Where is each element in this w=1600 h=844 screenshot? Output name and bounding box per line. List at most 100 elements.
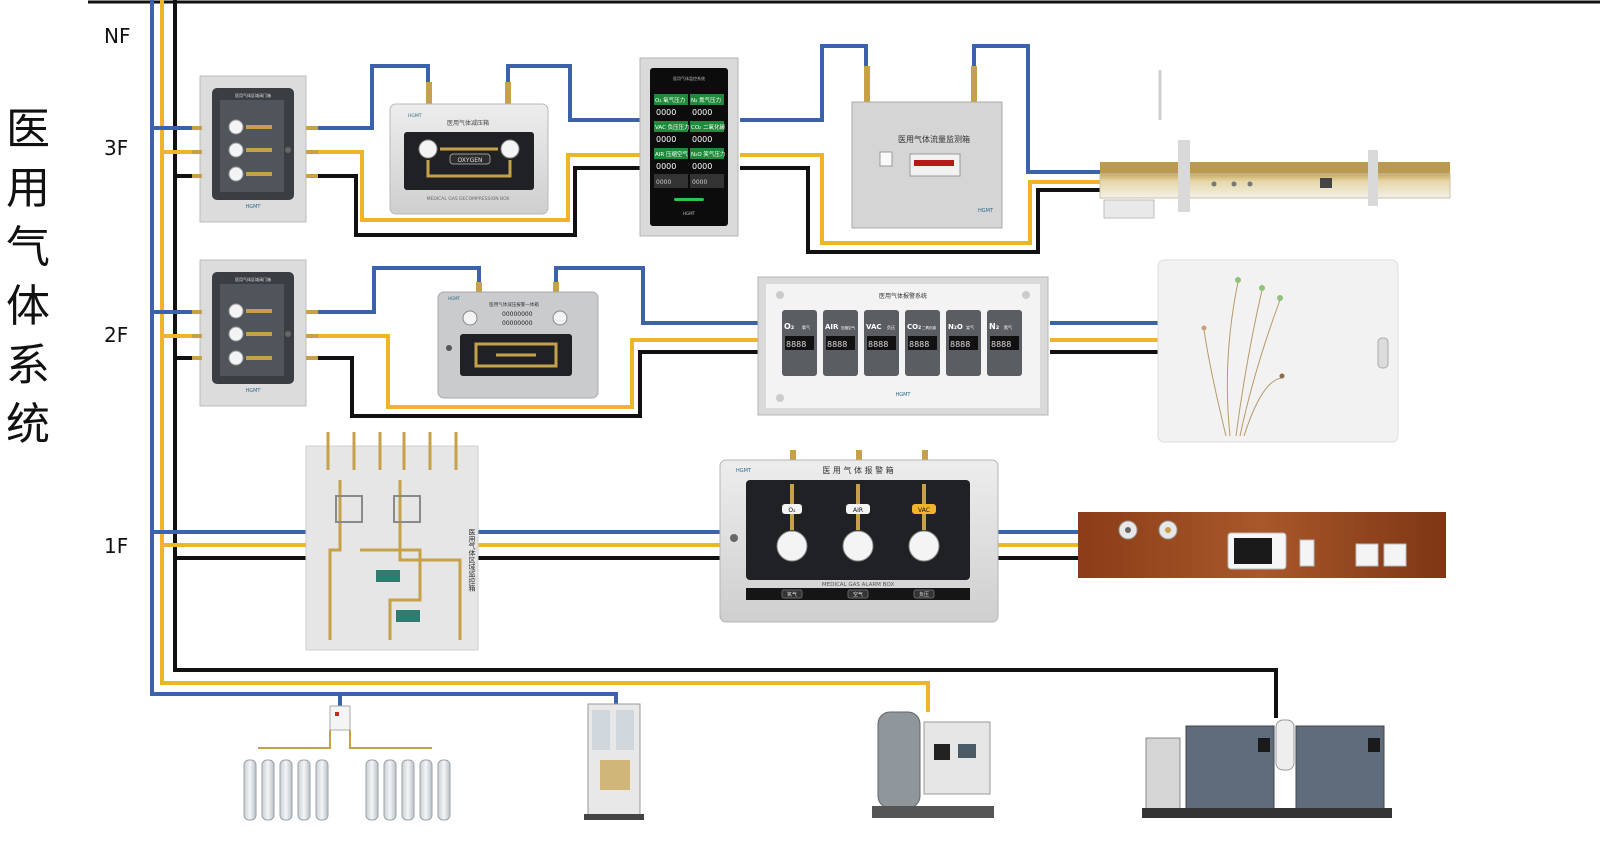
- title-char: 气: [6, 222, 50, 273]
- valve-box-title: 医用气体区域阀门箱: [235, 92, 271, 98]
- svg-text:0000: 0000: [692, 162, 712, 171]
- oxygen-badge: OXYGEN: [457, 157, 482, 164]
- gas-module: VAC 负压 8888: [864, 310, 899, 376]
- svg-text:8888: 8888: [991, 340, 1011, 349]
- gas-module: N₂ 氮气 8888: [987, 310, 1022, 376]
- brand-label: HGMT: [683, 211, 696, 216]
- svg-text:AIR 压缩空气: AIR 压缩空气: [655, 150, 688, 158]
- svg-text:0000: 0000: [656, 135, 676, 144]
- brand-label: HGMT: [245, 204, 261, 210]
- svg-text:8888: 8888: [868, 340, 888, 349]
- monitor-header: 医用气体监控系统: [673, 75, 705, 81]
- monitor-cell: 0000: [654, 174, 688, 188]
- vacuum-station: [872, 711, 994, 818]
- title-char: 体: [6, 281, 50, 332]
- svg-text:8888: 8888: [909, 340, 929, 349]
- svg-text:O₂: O₂: [784, 322, 795, 331]
- alarm-button-label: 负压: [919, 591, 929, 598]
- svg-text:氧气: 氧气: [802, 324, 810, 330]
- air-compressor-station: [1142, 719, 1392, 818]
- flow-monitor-box-3f: 医用气体流量监测箱 HGMT: [851, 66, 1003, 229]
- decompression-box-title: 医用气体减压箱: [447, 119, 489, 127]
- title-char: 用: [6, 163, 50, 214]
- svg-text:AIR: AIR: [825, 323, 839, 331]
- monitor-cell: O₂ 氧气压力 0000: [654, 94, 688, 117]
- svg-text:压缩空气: 压缩空气: [841, 325, 855, 330]
- blue-riser: [150, 0, 618, 712]
- gas-tag: AIR: [853, 507, 863, 514]
- svg-text:VAC: VAC: [866, 323, 882, 331]
- alarm-box-1f: HGMT 医 用 气 体 报 警 箱 O₂ AIR VAC MEDICAL GA…: [719, 450, 999, 623]
- monitor-cell: CO₂ 二氧化碳 0000: [690, 121, 726, 144]
- system-title: 医 用 气 体 系 统: [0, 100, 56, 454]
- area-monitor-box-1f: 医用气体区域监控箱: [305, 432, 479, 651]
- alarm-system-title: 医用气体报警系统: [879, 292, 927, 300]
- decompression-alarm-box-2f: 医用气体减压报警一体箱 HGMT 00000000 00000000: [437, 282, 599, 399]
- svg-text:O₂ 氧气压力: O₂ 氧气压力: [655, 96, 685, 104]
- brand-label: HGMT: [245, 388, 261, 394]
- svg-text:N₂: N₂: [989, 322, 1000, 331]
- svg-text:N₂O: N₂O: [948, 323, 963, 331]
- svg-text:0000: 0000: [692, 108, 712, 117]
- title-char: 统: [6, 399, 50, 450]
- svg-text:二氧化碳: 二氧化碳: [922, 325, 936, 330]
- alarm-box-en: MEDICAL GAS ALARM BOX: [822, 582, 894, 588]
- gas-tag: VAC: [918, 507, 930, 514]
- bedhead-panel-1f: [1078, 512, 1446, 578]
- svg-text:氮气: 氮气: [1004, 324, 1012, 330]
- decompression-box-en: MEDICAL GAS DECOMPRESSION BOX: [427, 196, 510, 202]
- monitor-cell: N₂O 笑气压力 0000: [690, 148, 725, 171]
- floor-label-2f: 2F: [104, 323, 129, 347]
- area-valve-box-3f: 医用气体区域阀门箱 HGMT: [192, 75, 318, 223]
- decomp-alarm-title: 医用气体减压报警一体箱: [489, 301, 539, 308]
- alarm-system-panel-2f: 医用气体报警系统 O₂ 氧气 8888 AIR 压缩空气 8888 VAC 负压…: [757, 276, 1049, 416]
- alarm-box-title: 医 用 气 体 报 警 箱: [822, 465, 893, 475]
- gas-module: AIR 压缩空气 8888: [823, 310, 858, 376]
- gas-module: O₂ 氧气 8888: [782, 310, 817, 376]
- svg-text:8888: 8888: [950, 340, 970, 349]
- gas-module: N₂O 笑气 8888: [946, 310, 981, 376]
- alarm-button-label: 空气: [853, 591, 863, 598]
- gas-module: CO₂ 二氧化碳 8888: [905, 310, 940, 376]
- brand-label: HGMT: [895, 392, 911, 398]
- svg-text:N₂O 笑气压力: N₂O 笑气压力: [691, 150, 725, 158]
- valve-box-title: 医用气体区域阀门箱: [235, 276, 271, 282]
- svg-text:笑气: 笑气: [966, 324, 974, 330]
- svg-text:VAC 负压压力: VAC 负压压力: [655, 123, 690, 131]
- gas-cylinder-manifold: [243, 705, 451, 821]
- svg-text:CO₂ 二氧化碳: CO₂ 二氧化碳: [691, 123, 726, 131]
- brand-label: HGMT: [448, 296, 461, 301]
- brand-label: HGMT: [736, 468, 752, 474]
- ceiling-rail-unit-3f: [1099, 70, 1451, 219]
- wall-cabinet-2f: [1157, 259, 1399, 443]
- readout: 00000000: [502, 320, 533, 327]
- svg-text:0000: 0000: [692, 179, 707, 186]
- plant-decoration: [1203, 281, 1283, 437]
- svg-text:N₂ 氮气压力: N₂ 氮气压力: [691, 96, 721, 104]
- title-char: 医: [6, 104, 50, 155]
- alarm-button-label: 氧气: [787, 591, 797, 598]
- floor-label-nf: NF: [104, 24, 131, 48]
- svg-text:负压: 负压: [887, 324, 895, 330]
- svg-text:0000: 0000: [656, 179, 671, 186]
- gas-tag: O₂: [788, 507, 796, 514]
- brand-label: HGMT: [408, 113, 422, 119]
- touch-monitor-3f: 医用气体监控系统 O₂ 氧气压力 0000 N₂ 氮气压力 0000 VAC 负…: [639, 57, 739, 237]
- svg-text:8888: 8888: [827, 340, 847, 349]
- svg-text:0000: 0000: [656, 108, 676, 117]
- flow-monitor-title: 医用气体流量监测箱: [898, 134, 970, 144]
- pipes: [88, 0, 1600, 718]
- monitor-cell: 0000: [690, 174, 724, 188]
- svg-text:0000: 0000: [656, 162, 676, 171]
- svg-text:CO₂: CO₂: [907, 323, 921, 331]
- oxygen-generator: [584, 703, 644, 820]
- svg-text:0000: 0000: [692, 135, 712, 144]
- area-valve-box-2f: 医用气体区域阀门箱 HGMT: [192, 259, 318, 407]
- area-monitor-title: 医用气体区域监控箱: [468, 529, 476, 593]
- floor-label-3f: 3F: [104, 136, 129, 160]
- svg-text:8888: 8888: [786, 340, 806, 349]
- brand-label: HGMT: [978, 208, 994, 214]
- monitor-cell: N₂ 氮气压力 0000: [690, 94, 724, 117]
- floor-label-1f: 1F: [104, 534, 129, 558]
